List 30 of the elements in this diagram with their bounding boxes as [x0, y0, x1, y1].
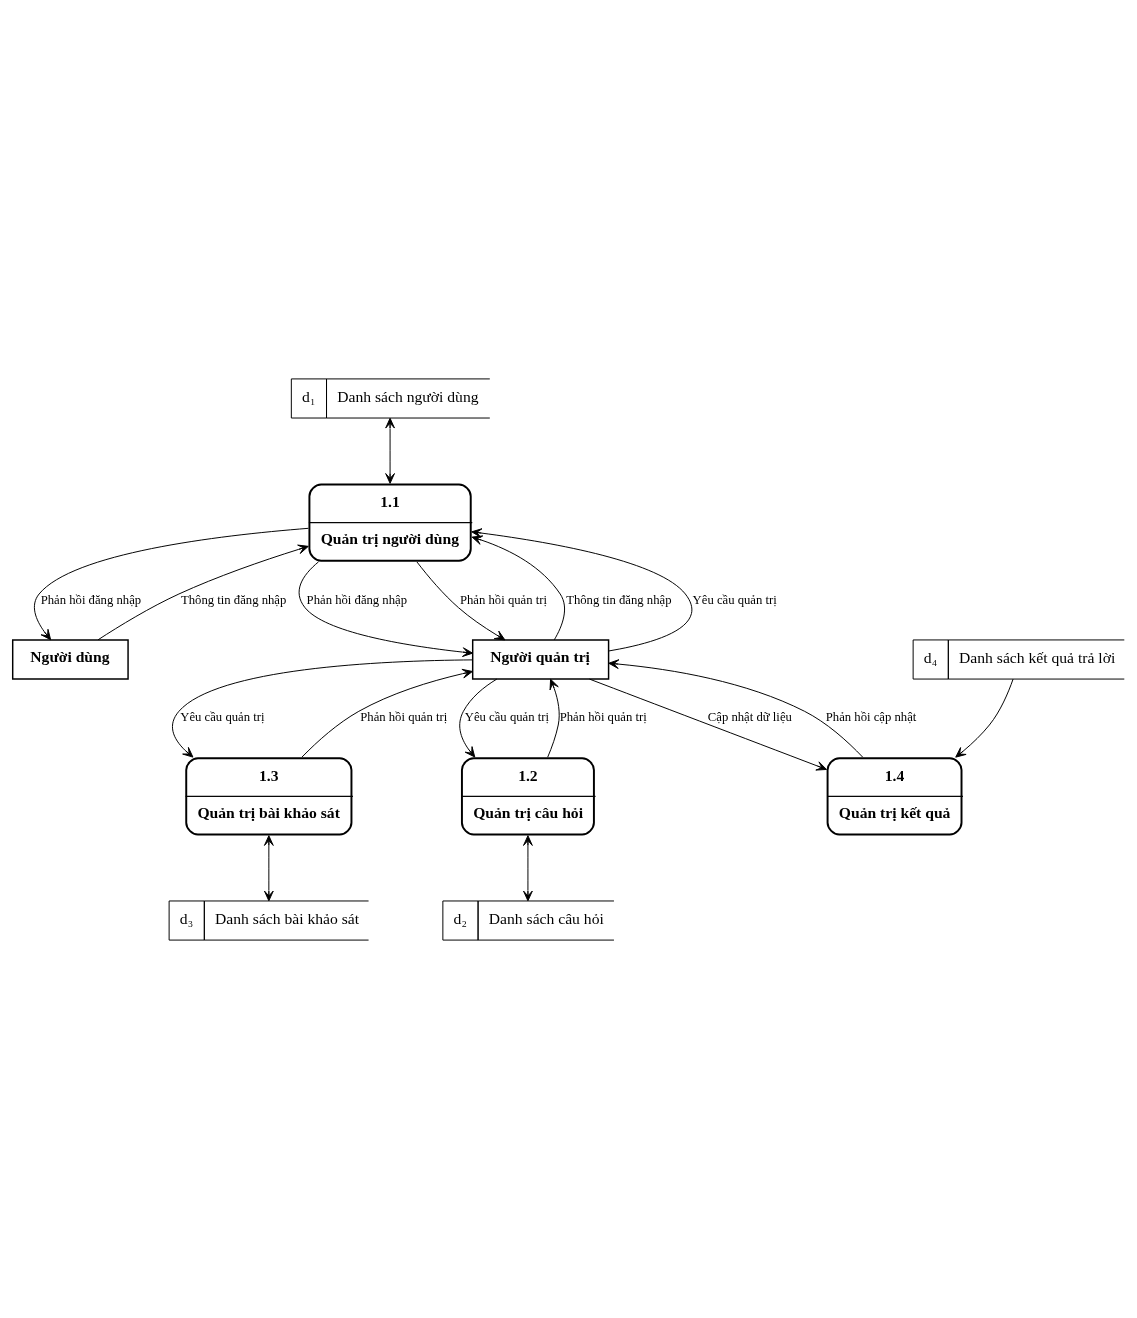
edge-label: Phản hồi quản trị	[459, 592, 548, 607]
arrow	[608, 658, 864, 758]
arrow	[301, 668, 473, 758]
arrow	[459, 678, 498, 757]
arrow	[172, 658, 474, 758]
node-box: Người quản trị	[471, 638, 610, 680]
edge-label: Yêu cầu quản trị	[180, 709, 265, 724]
arrow	[589, 678, 827, 771]
arrow	[471, 534, 566, 640]
edge-label: Yêu cầu quản trị	[692, 592, 777, 607]
arrow	[385, 417, 395, 484]
arrow	[97, 544, 309, 640]
arrow	[523, 834, 533, 901]
node-box: Người dùng	[11, 638, 129, 680]
edge-label: Phản hồi đăng nhập	[306, 592, 408, 607]
arrow	[263, 834, 274, 901]
arrow	[33, 527, 309, 640]
arrow	[471, 527, 693, 651]
edge-label: Phản hồi cập nhật	[825, 709, 917, 724]
edge-label: Yêu cầu quản trị	[464, 709, 550, 724]
edge-label: Thông tin đăng nhập	[180, 592, 287, 607]
arrow	[547, 678, 560, 758]
edge-label: Phản hồi quản trị	[360, 709, 448, 724]
edge-label: Phản hồi quản trị	[559, 709, 647, 724]
arrow	[298, 560, 474, 657]
edge-label: Thông tin đăng nhập	[566, 592, 672, 607]
arrow	[955, 678, 1014, 758]
edge-label: Cập nhật dữ liệu	[707, 709, 792, 724]
edge-label: Phản hồi đăng nhập	[40, 592, 142, 607]
arrow	[416, 560, 506, 640]
